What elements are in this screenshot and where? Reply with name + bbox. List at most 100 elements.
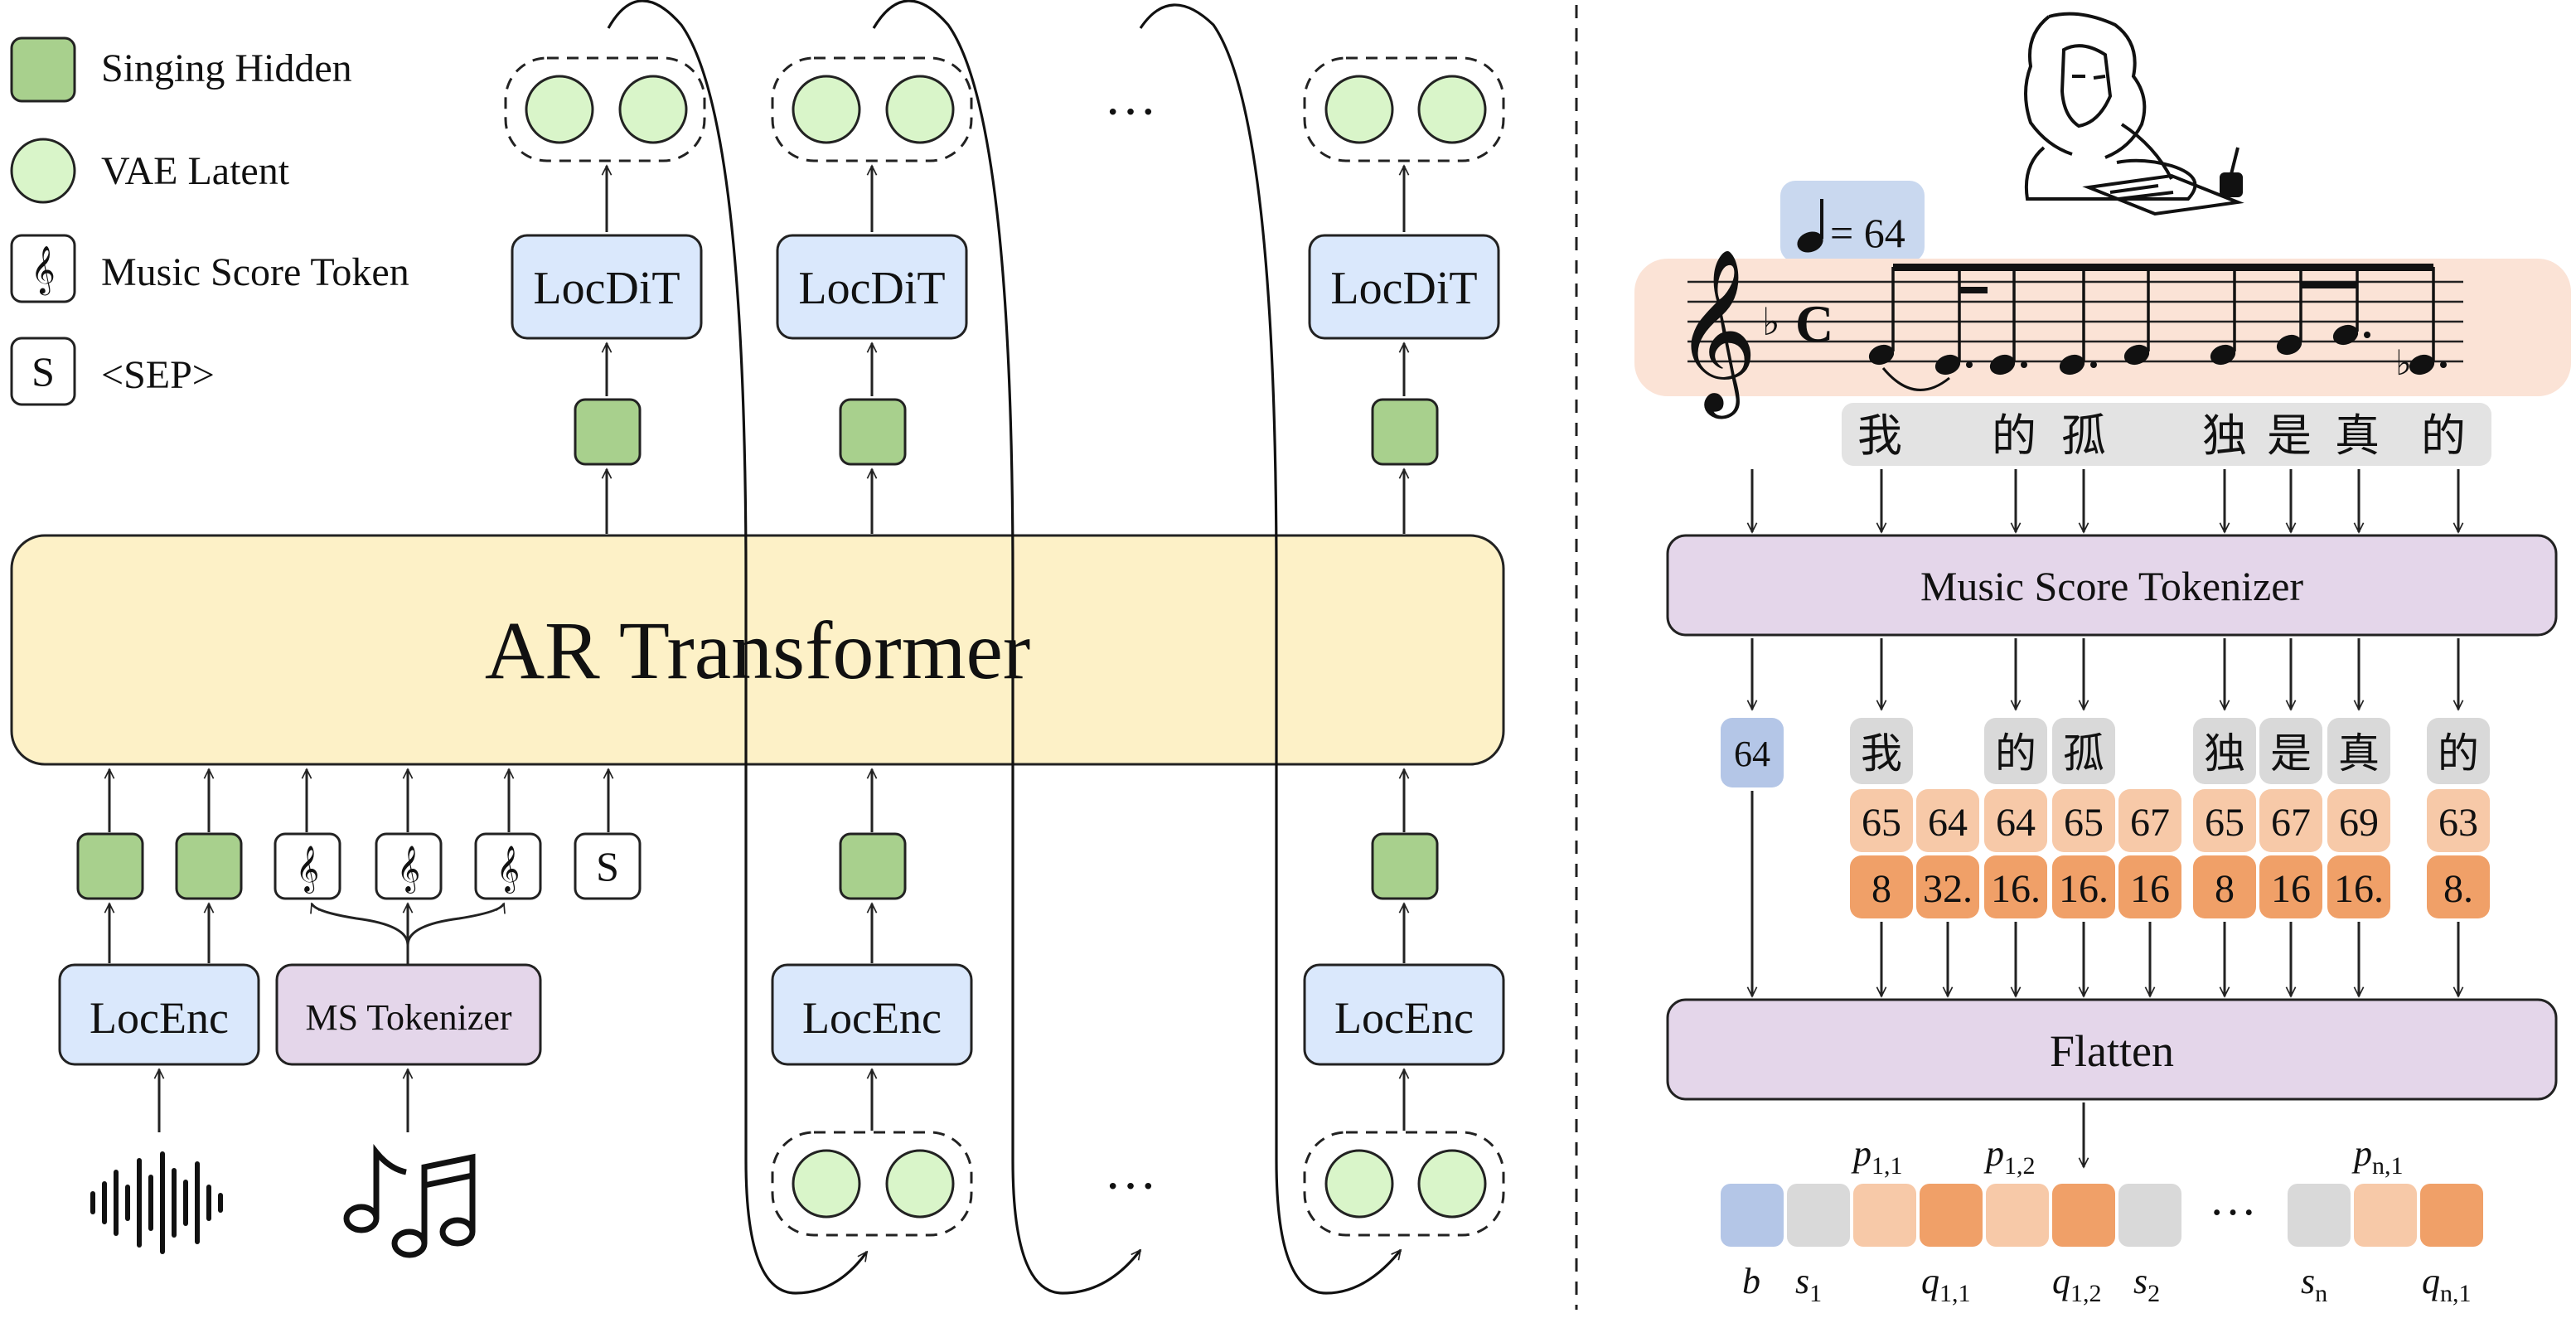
music-score-tokenizer-label: Music Score Tokenizer — [1920, 563, 2303, 609]
locdit-label: LocDiT — [798, 263, 945, 314]
column-1-top: LocDiT — [504, 56, 706, 534]
input-column-left: 𝄞 𝄞 𝄞 S LocEnc MS Tokenizer — [58, 769, 642, 1258]
flattened-sequence: ··· — [1721, 1184, 2483, 1247]
char-token — [2052, 718, 2115, 784]
arrows-to-flatten — [1752, 791, 2458, 996]
score-notes: ♭ — [1868, 264, 2447, 391]
ms-tokenizer-label: MS Tokenizer — [305, 997, 511, 1038]
char-token — [1850, 718, 1913, 784]
arrows-to-tokenizer — [1752, 469, 2458, 532]
duration-value: 8 — [1871, 867, 1891, 911]
pitch-value: 65 — [1862, 801, 1901, 845]
legend-vae-latent-label: VAE Latent — [101, 149, 290, 193]
locdit-box — [511, 234, 703, 340]
char-token-label: 我 — [1861, 729, 1902, 778]
vae-latent-circle — [792, 75, 861, 144]
legend-music-score-token-label: Music Score Token — [101, 250, 409, 294]
pitch-token — [2427, 789, 2490, 852]
pitch-value: 69 — [2339, 801, 2379, 845]
locdit-box — [776, 234, 968, 340]
flatten-box — [1666, 998, 2558, 1101]
tempo-token-value: 64 — [1734, 734, 1770, 774]
char-token-label: 独 — [2204, 729, 2245, 778]
seq-token-q11 — [1920, 1184, 1983, 1247]
quarter-note-icon — [1797, 199, 1823, 253]
pitch-value: 67 — [2130, 801, 2170, 845]
singing-hidden-square — [839, 832, 907, 900]
locdit-label: LocDiT — [1330, 263, 1477, 314]
label-s2: s2 — [2133, 1261, 2160, 1307]
seq-token-q12 — [2052, 1184, 2115, 1247]
lyric-char: 的 — [2421, 409, 2466, 462]
duration-token — [1984, 855, 2047, 918]
duration-token — [1850, 855, 1913, 918]
column-2-top: LocDiT — [771, 56, 973, 534]
token-grid: 我 的 孤 独 是 真 的 65 64 64 65 67 65 67 69 63… — [1850, 718, 2490, 918]
locenc-label: LocEnc — [1334, 993, 1474, 1043]
arrows-from-tokenizer — [1752, 638, 2458, 710]
common-time-signature: C — [1795, 294, 1833, 353]
waveform-icon — [90, 1151, 223, 1254]
column-3-bottom: LocEnc — [1303, 769, 1505, 1237]
duration-value: 32. — [1923, 867, 1973, 911]
vae-latent-circle — [792, 1149, 861, 1219]
legend: Singing Hidden VAE Latent 𝄞 Music Score … — [10, 36, 409, 406]
pitch-value: 65 — [2205, 801, 2244, 845]
duration-value: 16. — [1991, 867, 2041, 911]
duration-token — [2259, 855, 2322, 918]
legend-music-score-token-swatch — [10, 234, 76, 303]
pitch-value: 63 — [2438, 801, 2478, 845]
locdit-box — [1308, 234, 1500, 340]
seq-token-s2 — [2118, 1184, 2181, 1247]
label-q12: q1,2 — [2052, 1261, 2102, 1307]
lyric-char: 真 — [2335, 409, 2380, 462]
char-token — [2327, 718, 2390, 784]
composer-portrait-icon — [2024, 12, 2244, 216]
duration-value: 16. — [2334, 867, 2384, 911]
lyrics-row: 我 的 孤 独 是 真 的 — [1857, 409, 2466, 462]
pitch-value: 64 — [1996, 801, 2036, 845]
seq-token-b — [1721, 1184, 1784, 1247]
pitch-token — [2193, 789, 2256, 852]
tempo-value: = 64 — [1830, 210, 1905, 256]
label-sn: sn — [2301, 1261, 2327, 1307]
duration-token — [2327, 855, 2390, 918]
duration-value: 8. — [2443, 867, 2473, 911]
pitch-value: 67 — [2271, 801, 2311, 845]
seq-token-qn1 — [2420, 1184, 2483, 1247]
duration-token — [2193, 855, 2256, 918]
music-score-tokenizer-box — [1666, 534, 2558, 637]
lyrics-band — [1842, 403, 2491, 466]
singing-hidden-square — [76, 832, 144, 900]
treble-clef-icon: 𝄞 — [496, 846, 520, 894]
legend-singing-hidden-swatch — [10, 36, 76, 103]
vae-latent-circle — [885, 1149, 955, 1219]
seq-token-s1 — [1787, 1184, 1850, 1247]
tempo-token — [1721, 718, 1784, 787]
label-qn1: qn,1 — [2422, 1261, 2472, 1307]
pitch-token — [2327, 789, 2390, 852]
ellipsis-bottom: ··· — [1104, 1156, 1157, 1215]
lyric-char: 独 — [2202, 409, 2247, 462]
char-token-label: 真 — [2338, 729, 2380, 778]
pitch-token — [1850, 789, 1913, 852]
locenc-label: LocEnc — [90, 993, 229, 1043]
feedback-curves — [607, 0, 1402, 1295]
label-s1: s1 — [1795, 1261, 1822, 1307]
pitch-token — [2259, 789, 2322, 852]
vae-latent-group — [1303, 56, 1505, 162]
svg-text:♭: ♭ — [2395, 345, 2412, 383]
treble-clef-icon: 𝄞 — [1674, 251, 1757, 419]
column-3-top: LocDiT — [1303, 56, 1505, 534]
pitch-token — [2052, 789, 2115, 852]
seq-token-pn1 — [2354, 1184, 2417, 1247]
label-pn1: pn,1 — [2351, 1133, 2404, 1180]
singing-hidden-square — [839, 398, 907, 466]
lyric-char: 的 — [1992, 409, 2036, 462]
music-score-token — [274, 832, 341, 900]
pitch-token — [2118, 789, 2181, 852]
seq-token-sn — [2288, 1184, 2351, 1247]
char-token — [2259, 718, 2322, 784]
treble-clef-icon: 𝄞 — [397, 846, 420, 894]
